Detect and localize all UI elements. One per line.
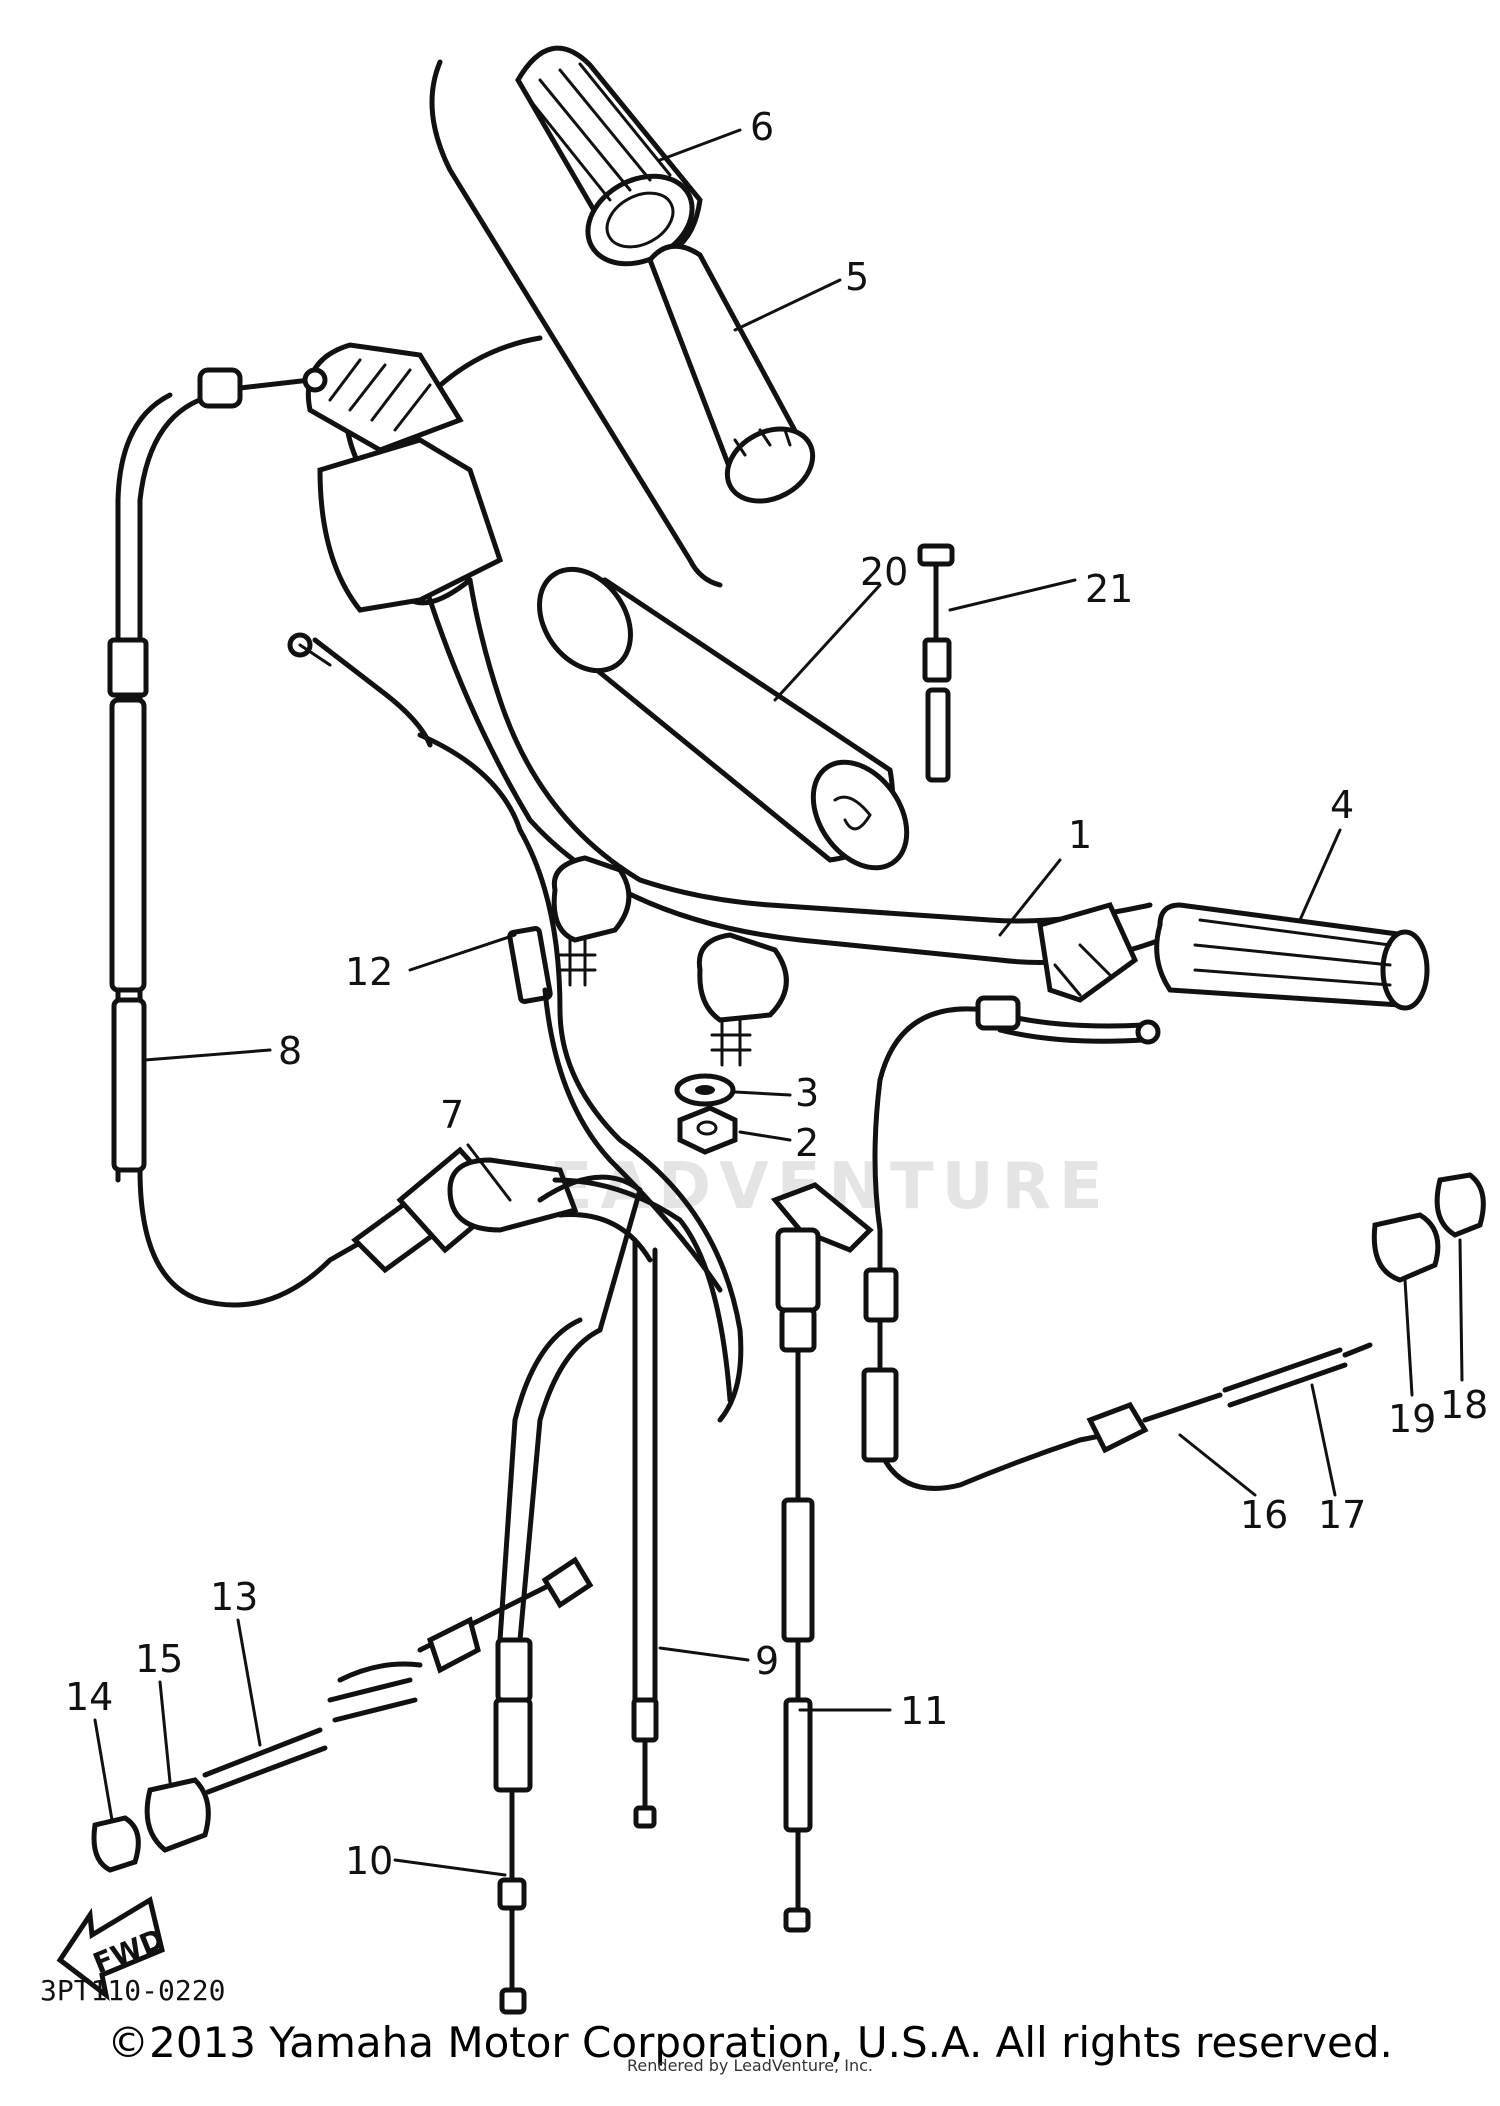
part-18-cap xyxy=(1434,1172,1486,1238)
part-10-cable xyxy=(493,1317,603,2015)
callout-numbers: 6 5 20 21 1 4 3 2 12 8 7 9 11 10 13 15 1… xyxy=(65,105,1488,1883)
fwd-arrow: FWD xyxy=(56,1896,169,2001)
callout-8: 8 xyxy=(278,1029,302,1073)
callout-1: 1 xyxy=(1068,813,1092,857)
callout-4: 4 xyxy=(1330,783,1354,827)
part-9-cable xyxy=(631,1237,659,1829)
callout-2: 2 xyxy=(795,1121,819,1165)
callout-13: 13 xyxy=(210,1575,258,1619)
part-5-sleeve xyxy=(647,243,816,504)
leader-lines xyxy=(93,128,1464,1877)
callout-16: 16 xyxy=(1240,1493,1288,1537)
part-14-cap xyxy=(91,1815,141,1873)
part-code: 3PT110-0220 xyxy=(40,1974,225,2007)
callout-6: 6 xyxy=(750,105,774,149)
part-17-spring xyxy=(1222,1342,1373,1408)
handlebar-clamp-left xyxy=(551,855,632,987)
callout-19: 19 xyxy=(1388,1397,1436,1441)
handlebar-clamp-right xyxy=(696,932,789,1067)
callout-17: 17 xyxy=(1318,1493,1366,1537)
part-21-clip xyxy=(917,543,955,783)
callout-9: 9 xyxy=(755,1639,779,1683)
callout-20: 20 xyxy=(860,550,908,594)
callout-12: 12 xyxy=(345,950,393,994)
part-16-cable xyxy=(861,995,1223,1491)
part-20-sleeve xyxy=(537,566,910,871)
part-13-spring xyxy=(202,1556,594,1795)
callout-14: 14 xyxy=(65,1675,113,1719)
callout-10: 10 xyxy=(345,1839,393,1883)
part-19-collar xyxy=(1371,1212,1441,1283)
part-1-handlebar xyxy=(305,342,1163,1003)
callout-7: 7 xyxy=(440,1093,464,1137)
part-12-cable xyxy=(287,632,744,1423)
copyright-text: ©2013 Yamaha Motor Corporation, U.S.A. A… xyxy=(107,2018,1393,2067)
part-6-grip xyxy=(515,45,703,267)
part-2-nut xyxy=(677,1105,738,1155)
part-4-grip xyxy=(1154,902,1430,1011)
rendered-by-text: Rendered by LeadVenture, Inc. xyxy=(627,2056,873,2075)
callout-18: 18 xyxy=(1440,1383,1488,1427)
callout-11: 11 xyxy=(900,1689,948,1733)
part-3-washer xyxy=(674,1073,736,1107)
part-11-cable xyxy=(770,1182,874,1933)
callout-5: 5 xyxy=(845,255,869,299)
part-7-junction xyxy=(447,1157,733,1403)
callout-3: 3 xyxy=(795,1071,819,1115)
part-15-collar xyxy=(144,1777,211,1853)
callout-21: 21 xyxy=(1085,567,1133,611)
callout-15: 15 xyxy=(135,1637,183,1681)
